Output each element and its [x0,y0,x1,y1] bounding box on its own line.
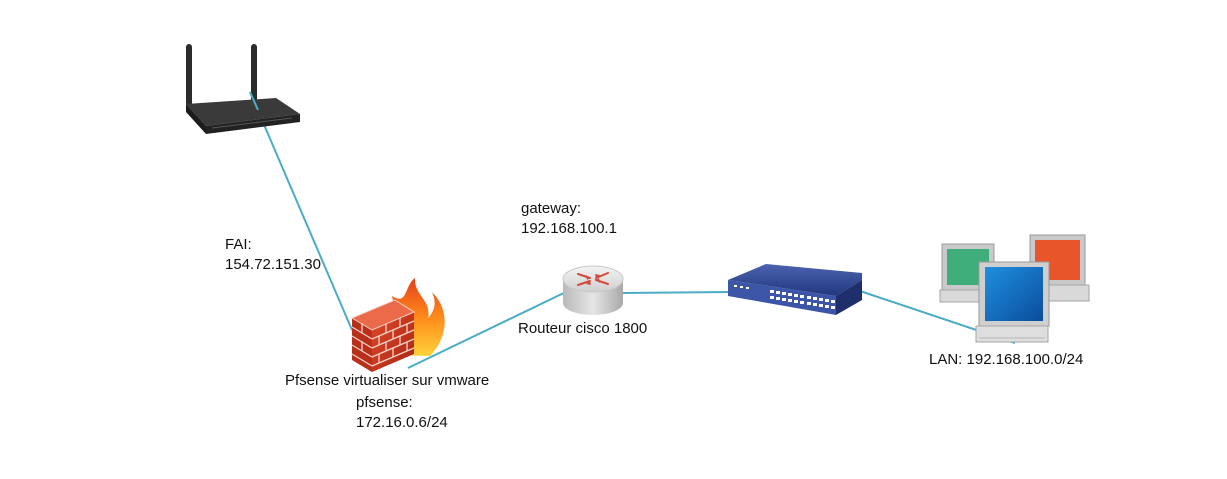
fai-ip: 154.72.151.30 [225,256,321,273]
lan-label: LAN: 192.168.100.0/24 [929,351,1084,368]
firewall-icon [350,278,445,372]
link-firewall-router [407,289,571,369]
pfsense-annotation: pfsense: 172.16.0.6/24 [356,393,448,433]
workstations-icon [939,234,1090,343]
switch-icon [728,264,862,315]
fai-annotation: FAI: 154.72.151.30 [225,235,321,275]
pfsense-title: pfsense: [356,394,413,411]
gateway-annotation: gateway: 192.168.100.1 [521,199,617,239]
router-label: Routeur cisco 1800 [518,320,648,337]
pfsense-ip: 172.16.0.6/24 [356,414,448,431]
gateway-ip: 192.168.100.1 [521,220,617,237]
firewall-label: Pfsense virtualiser sur vmware [285,372,490,389]
fai-title: FAI: [225,236,252,253]
wifi-router-icon [186,44,300,134]
gateway-title: gateway: [521,200,582,217]
router-icon [562,265,624,315]
link-router-switch [621,291,731,294]
link-modem-firewall [249,91,353,331]
